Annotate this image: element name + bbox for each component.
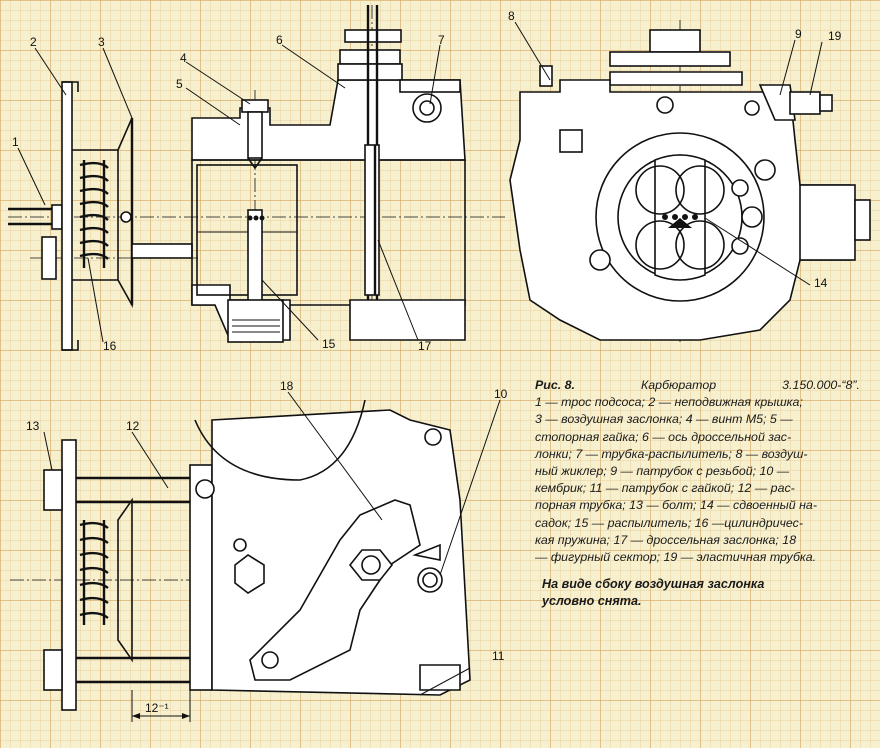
callout-18: 18 [280, 379, 294, 393]
callout-11: 11 [492, 649, 505, 663]
callout-numbers: 1 2 3 4 5 6 7 8 9 10 11 12 13 14 15 16 1… [12, 9, 842, 663]
caption-line: порная трубка; 13 — болт; 14 — сдвоенный… [535, 498, 817, 513]
figure-number: Рис. 8. [535, 378, 575, 392]
callout-7: 7 [438, 33, 445, 47]
figure-caption: Рис. 8. Карбюратор 3.150.000-“8”. 1 — тр… [535, 377, 860, 566]
caption-line: 3 — воздушная заслонка; 4 — винт М5; 5 — [535, 412, 793, 427]
callout-14: 14 [814, 276, 828, 290]
front-view [509, 20, 871, 345]
callout-9: 9 [795, 27, 802, 41]
callout-17: 17 [418, 339, 432, 353]
spring-coils [79, 160, 109, 268]
callout-13: 13 [26, 419, 40, 433]
dimension-label: 12⁻¹ [145, 701, 169, 715]
caption-line: 1 — трос подсоса; 2 — неподвижная крышка… [535, 395, 803, 410]
callout-2: 2 [30, 35, 37, 49]
side-view: 12⁻¹ [10, 399, 471, 722]
caption-line: ный жиклер; 9 — патрубок с резьбой; 10 — [535, 464, 790, 479]
callout-15: 15 [322, 337, 336, 351]
leader-lines [17, 21, 823, 696]
callout-1: 1 [12, 135, 19, 149]
caption-line: — фигурный сектор; 19 — эластичная трубк… [535, 550, 817, 565]
callout-10: 10 [494, 387, 508, 401]
caption-line: кембрик; 11 — патрубок с гайкой; 12 — ра… [535, 481, 795, 496]
note-line: На виде сбоку воздушная заслонка [542, 577, 765, 591]
callout-6: 6 [276, 33, 283, 47]
caption-line: стопорная гайка; 6 — ось дроссельной зас… [535, 429, 792, 444]
figure-model: 3.150.000-“8”. [782, 378, 860, 392]
callout-4: 4 [180, 51, 187, 65]
section-view [8, 5, 505, 351]
side-spring-coils [79, 520, 109, 625]
callout-19: 19 [828, 29, 842, 43]
caption-line: лонки; 7 — трубка-распылитель; 8 — возду… [535, 446, 808, 461]
callout-12: 12 [126, 419, 140, 433]
callout-16: 16 [103, 339, 117, 353]
callout-5: 5 [176, 77, 183, 91]
callout-8: 8 [508, 9, 515, 23]
view-note: На виде сбоку воздушная заслонка условно… [542, 576, 842, 610]
caption-line: кая пружина; 17 — дроссельная заслонка; … [535, 532, 797, 547]
figure-title: Карбюратор [640, 378, 717, 392]
callout-3: 3 [98, 35, 105, 49]
caption-line: садок; 15 — распылитель; 16 —цилиндричес… [535, 515, 804, 530]
caption-heading: Рис. 8. Карбюратор 3.150.000-“8”. [535, 377, 860, 394]
note-line: условно снята. [542, 594, 642, 608]
